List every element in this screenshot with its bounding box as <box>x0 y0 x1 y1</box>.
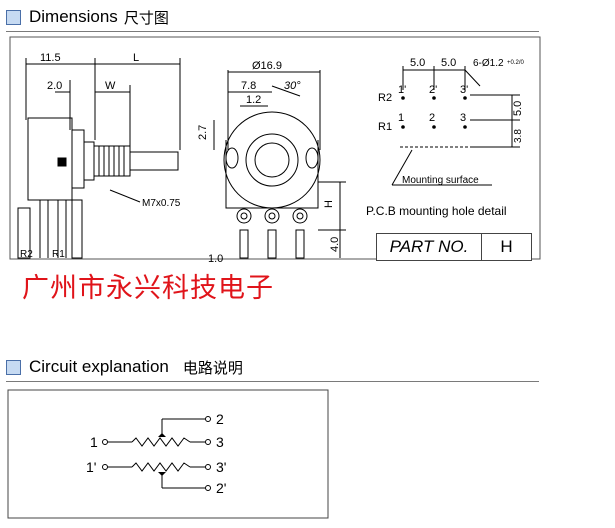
circuit-label-1p: 1' <box>86 459 96 475</box>
pcb-row-r2: R2 <box>378 92 392 104</box>
circuit-label-1: 1 <box>90 434 98 450</box>
circuit-label-2p: 2' <box>216 480 226 496</box>
dim-11-5-label: 11.5 <box>40 52 61 64</box>
circuit-frame <box>7 389 329 519</box>
dim-4-0-label: 4.0 <box>329 237 341 252</box>
dimensions-title: Dimensions <box>29 7 118 26</box>
pcb-caption: P.C.B mounting hole detail <box>366 204 507 218</box>
pcb-hole-spec: 6-Ø1.2 <box>473 58 504 69</box>
circuit-title-cn: 电路说明 <box>182 359 243 377</box>
dimensions-header-rule <box>6 31 539 32</box>
circuit-label-3: 3 <box>216 434 224 450</box>
dim-2-0-label: 2.0 <box>47 80 62 92</box>
pcb-hole-tolerance: +0.2/0 <box>507 60 525 66</box>
lower-potentiometer <box>102 462 211 491</box>
drawing-frame <box>9 36 541 260</box>
circuit-diagram: 1 1' 2 3 3' 2' <box>7 389 329 519</box>
dim-W-label: W <box>105 80 116 92</box>
upper-wiper-arrow <box>158 433 166 437</box>
part-number-value: H <box>500 237 513 256</box>
pcb-dim-5-0-a: 5.0 <box>410 57 425 69</box>
dimensions-title-cn: 尺寸图 <box>123 9 169 27</box>
mounting-surface-label: Mounting surface <box>402 175 479 186</box>
circuit-label-3p: 3' <box>216 459 226 475</box>
dim-2-7-label: 2.7 <box>197 125 209 140</box>
dimension-drawing: 11.5 L 2.0 W M7x0.75 R2 R1 Ø16.9 7.8 30°… <box>9 36 541 262</box>
circuit-label-2: 2 <box>216 411 224 427</box>
diameter-label: Ø16.9 <box>252 60 282 72</box>
side-pin-r2: R2 <box>20 249 33 260</box>
part-number-label: PART NO. <box>377 234 482 260</box>
thread-label: M7x0.75 <box>142 198 181 209</box>
circuit-header: Circuit explanation 电路说明 <box>6 356 243 378</box>
pcb-pin-3p: 3' <box>460 84 468 96</box>
dimensions-header: Dimensions 尺寸图 <box>6 6 169 28</box>
company-name: 广州市永兴科技电子 <box>22 273 274 304</box>
dim-L-label: L <box>133 52 139 64</box>
front-view <box>213 70 346 259</box>
angle-label: 30° <box>284 80 301 92</box>
pcb-pin-1p: 1' <box>398 84 406 96</box>
part-number-box: PART NO. H <box>376 233 532 261</box>
pcb-row-r1: R1 <box>378 121 392 133</box>
circuit-header-rule <box>6 381 539 382</box>
pcb-holes <box>401 96 467 129</box>
pcb-pin-2p: 2' <box>429 84 437 96</box>
dim-1-2-label: 1.2 <box>246 94 261 106</box>
pcb-detail <box>391 66 520 186</box>
header-square-icon <box>6 9 21 25</box>
pcb-pin-2: 2 <box>429 112 435 124</box>
circuit-title: Circuit explanation <box>29 357 169 376</box>
pcb-dim-5-0-b: 5.0 <box>441 57 456 69</box>
upper-potentiometer <box>102 416 211 447</box>
pcb-dim-5-0-v: 5.0 <box>512 101 524 116</box>
side-view <box>17 58 181 259</box>
header-square-icon <box>6 359 21 375</box>
side-pin-r1: R1 <box>52 249 65 260</box>
pcb-pin-1: 1 <box>398 112 404 124</box>
pcb-pin-3: 3 <box>460 112 466 124</box>
dim-H-label: H <box>323 200 335 208</box>
pcb-dim-3-8: 3.8 <box>513 129 524 143</box>
dim-7-8-label: 7.8 <box>241 80 256 92</box>
lower-wiper-arrow <box>158 472 166 476</box>
dim-1-0-label: 1.0 <box>208 253 223 262</box>
